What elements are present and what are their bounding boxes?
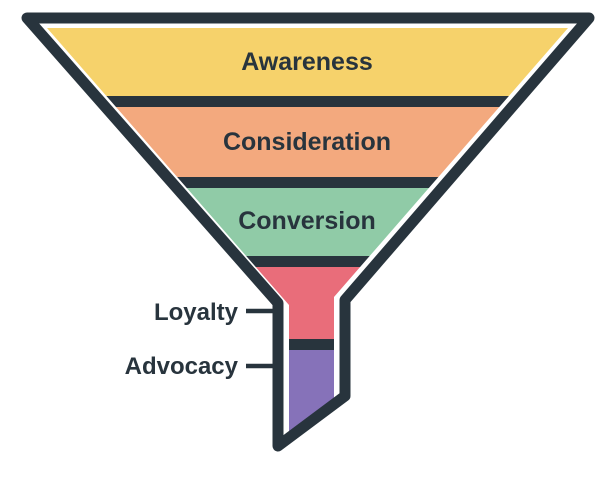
stage-loyalty-label: Loyalty [154, 299, 239, 326]
stage-divider [47, 256, 568, 267]
funnel-outline [21, 12, 595, 452]
stage-divider [47, 339, 568, 350]
stage-advocacy-label: Advocacy [125, 353, 239, 380]
stage-divider [47, 177, 568, 188]
stage-consideration-label: Consideration [223, 128, 391, 156]
stage-conversion-label: Conversion [238, 207, 376, 235]
stage-awareness-band [47, 28, 568, 96]
stage-awareness-label: Awareness [241, 48, 373, 76]
stage-loyalty-band [47, 267, 568, 339]
stage-divider [47, 96, 568, 107]
